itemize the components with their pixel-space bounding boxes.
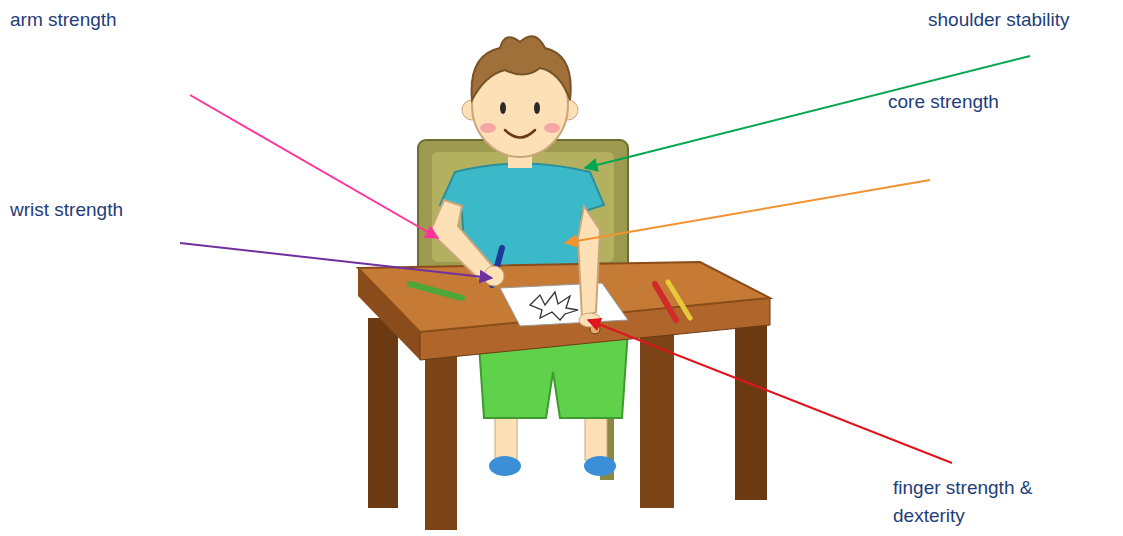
cheek: [480, 123, 496, 133]
part-label: finger strength & dexterity: [893, 474, 1065, 530]
hand: [484, 266, 504, 286]
part-label: core strength: [888, 88, 1088, 116]
desk-leg: [368, 318, 398, 508]
leader-line: [588, 320, 952, 463]
desk-leg: [425, 340, 457, 530]
eye: [534, 102, 540, 114]
desk-leg: [735, 300, 767, 500]
crayon: [668, 282, 690, 318]
shoe: [584, 456, 616, 476]
leader-line: [565, 180, 930, 243]
part-label: shoulder stability: [928, 6, 1118, 34]
scribble: [530, 292, 578, 320]
eye: [500, 102, 506, 114]
shoe: [489, 456, 521, 476]
crayon: [410, 284, 462, 298]
hair: [472, 36, 571, 100]
cheek: [544, 123, 560, 133]
arm: [578, 206, 600, 318]
leader-line: [190, 95, 438, 238]
paper: [500, 283, 628, 326]
leader-line: [180, 243, 492, 278]
part-label: arm strength: [10, 6, 270, 34]
part-label: wrist strength: [10, 196, 250, 224]
desk-top: [358, 262, 770, 332]
smile: [505, 130, 535, 138]
